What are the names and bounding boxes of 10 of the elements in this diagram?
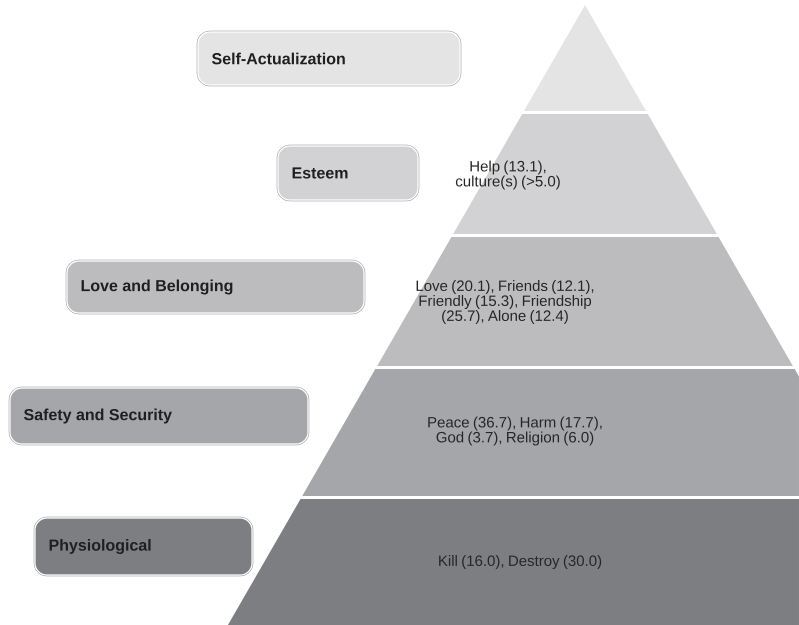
level-label-box: Safety and Security xyxy=(8,386,310,446)
pyramid-level: Love (20.1), Friends (12.1), Friendly (15.3), Friendship (25.7), Alone (12.4) xyxy=(377,237,793,366)
pyramid-level: Help (13.1), culture(s) (>5.0) xyxy=(453,114,717,234)
level-label-box: Physiological xyxy=(34,516,254,576)
pyramid-level: Peace (36.7), Harm (17.7), God (3.7), Religion (6.0) xyxy=(302,369,799,496)
level-label-box: Esteem xyxy=(276,144,420,202)
pyramid-level: Kill (16.0), Destroy (30.0) xyxy=(228,499,799,625)
pyramid-top xyxy=(524,5,646,111)
level-label-box: Self-Actualization xyxy=(196,30,462,86)
level-label-box: Love and Belonging xyxy=(66,260,366,314)
